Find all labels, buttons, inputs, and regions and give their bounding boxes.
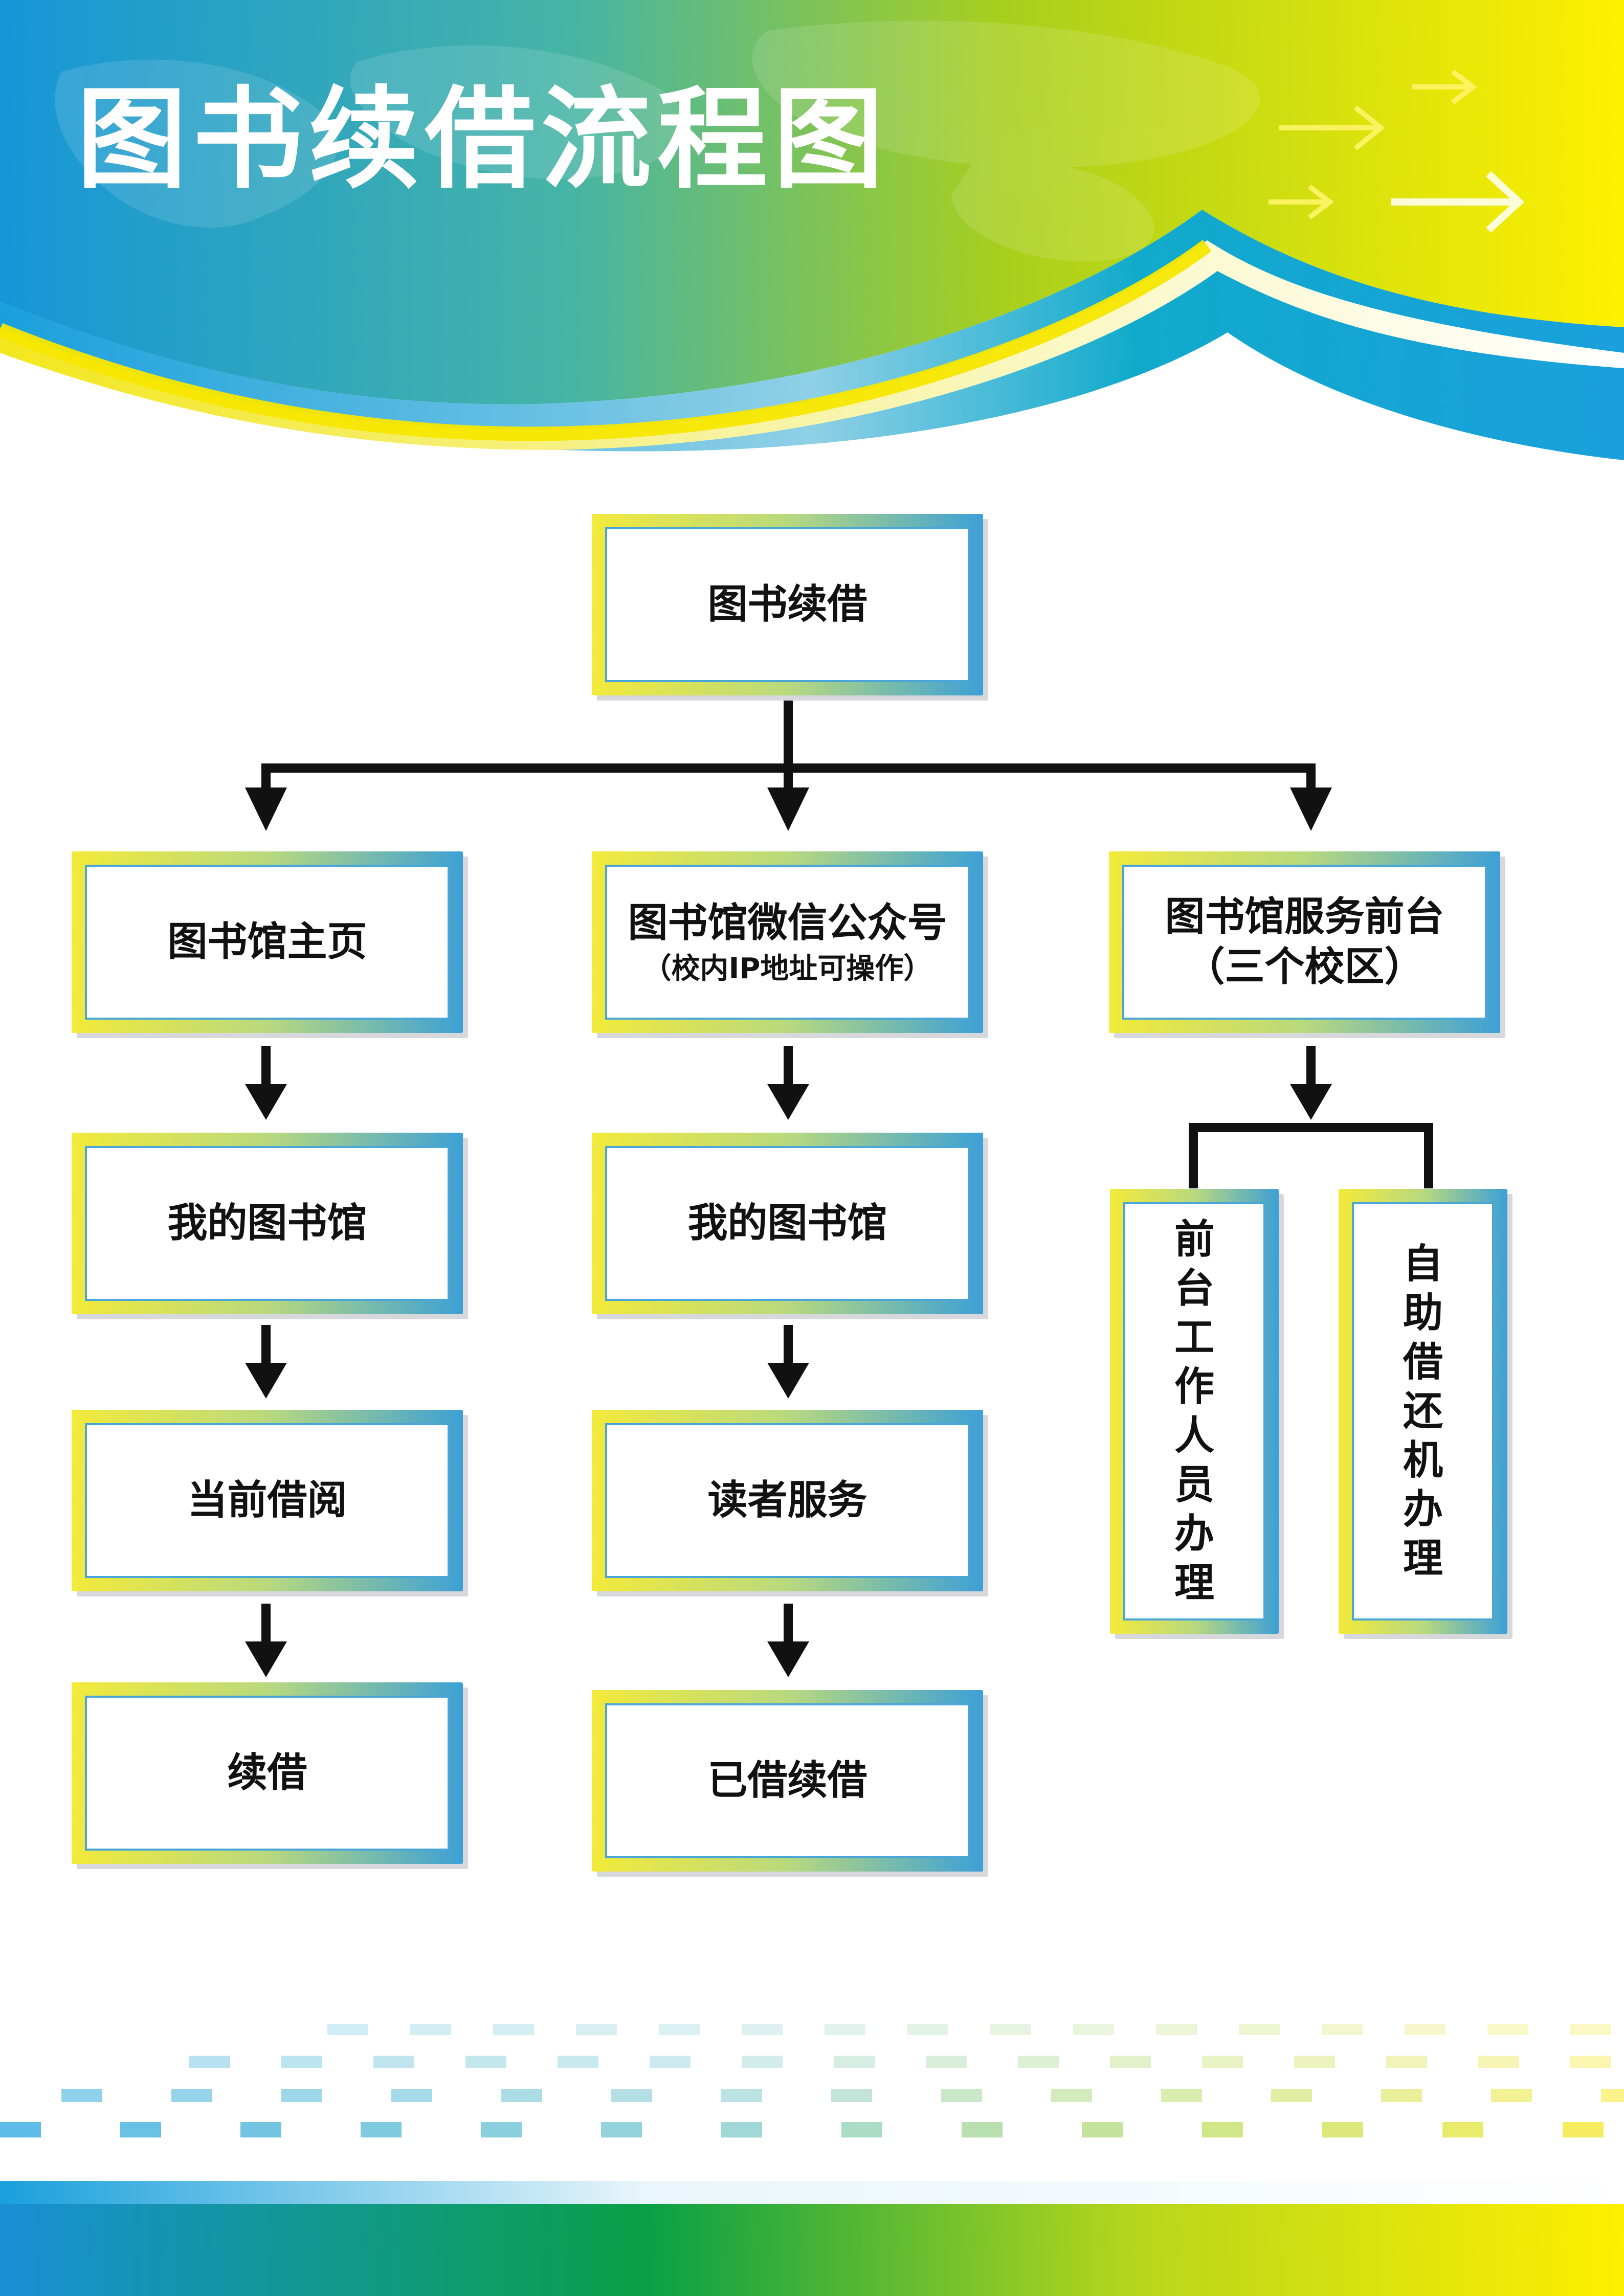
footer-square — [1082, 2122, 1123, 2137]
col3-head: 图书馆服务前台 （三个校区） — [1109, 851, 1500, 1033]
footer-square — [0, 2122, 41, 2137]
col2-head: 图书馆微信公众号 （校内IP地址可操作） — [592, 851, 983, 1033]
col3-branch-left-label: 前台工作人员办理 — [1174, 1217, 1214, 1606]
footer-square — [1294, 2056, 1335, 2068]
footer-square — [1478, 2056, 1519, 2068]
footer-square — [1570, 2056, 1611, 2068]
col2-step-1: 我的图书馆 — [592, 1133, 983, 1314]
footer-square — [373, 2056, 414, 2068]
col1-step-2-label: 我的图书馆 — [167, 1200, 367, 1246]
footer-square — [1156, 2024, 1197, 2035]
root-node-label: 图书续借 — [707, 581, 867, 627]
col3-branch-left: 前台工作人员办理 — [1110, 1189, 1279, 1634]
footer-square — [1563, 2122, 1604, 2137]
footer-square — [1601, 2089, 1624, 2102]
col2-step-3-label: 已借续借 — [707, 1757, 867, 1804]
footer-square — [1487, 2024, 1528, 2035]
footer-square — [281, 2089, 322, 2102]
col2-head-note: （校内IP地址可操作） — [642, 952, 932, 985]
footer-square — [61, 2089, 102, 2102]
footer-square — [171, 2089, 212, 2102]
footer-square — [601, 2122, 642, 2137]
footer-square — [1110, 2056, 1151, 2068]
footer-square — [742, 2024, 783, 2035]
col1-step-4: 续借 — [72, 1682, 463, 1864]
footer-square — [1570, 2024, 1611, 2035]
footer-square — [742, 2056, 783, 2068]
footer-square — [1051, 2089, 1092, 2102]
footer-square — [1381, 2089, 1422, 2102]
col2-step-1-label: 我的图书馆 — [687, 1200, 887, 1246]
footer-square — [650, 2056, 691, 2068]
footer-square — [1073, 2024, 1114, 2035]
footer-square — [1386, 2056, 1427, 2068]
root-node: 图书续借 — [592, 514, 983, 695]
footer-square — [721, 2122, 762, 2137]
footer-square — [240, 2122, 281, 2137]
footer-square — [941, 2089, 982, 2102]
footer-square — [410, 2024, 451, 2035]
footer-square — [1322, 2122, 1363, 2137]
footer-square — [493, 2024, 534, 2035]
footer-square — [962, 2122, 1003, 2137]
footer-square — [1322, 2024, 1363, 2035]
footer-square — [189, 2056, 230, 2068]
footer-square — [481, 2122, 522, 2137]
footer-square — [831, 2089, 872, 2102]
footer-square — [659, 2024, 700, 2035]
footer-square — [841, 2122, 882, 2137]
col3-head-note: （三个校区） — [1185, 943, 1425, 990]
footer-square — [825, 2024, 865, 2035]
footer-square — [990, 2024, 1031, 2035]
footer-square — [1491, 2089, 1532, 2102]
col3-branch-right-label: 自助借还机办理 — [1403, 1241, 1443, 1582]
footer-square — [907, 2024, 948, 2035]
col1-step-3: 当前借阅 — [72, 1410, 463, 1591]
footer-square — [1239, 2024, 1280, 2035]
footer-square — [1018, 2056, 1059, 2068]
col1-step-4-label: 续借 — [227, 1749, 307, 1796]
footer-square — [465, 2056, 506, 2068]
col1-step-1-label: 图书馆主页 — [167, 918, 367, 965]
footer-square — [611, 2089, 652, 2102]
footer-square — [327, 2024, 368, 2035]
page-title: 图书续借流程图 — [77, 75, 889, 204]
footer-square — [501, 2089, 542, 2102]
footer-square — [1202, 2122, 1243, 2137]
col2-step-3: 已借续借 — [592, 1690, 983, 1872]
col1-step-1: 图书馆主页 — [72, 851, 463, 1033]
footer-square — [120, 2122, 161, 2137]
footer-square — [1442, 2122, 1483, 2137]
footer-square — [558, 2056, 598, 2068]
col1-step-2: 我的图书馆 — [72, 1133, 463, 1314]
col1-step-3-label: 当前借阅 — [187, 1477, 347, 1523]
footer-square — [281, 2056, 322, 2068]
footer-square — [576, 2024, 617, 2035]
col3-head-title: 图书馆服务前台 — [1165, 894, 1444, 940]
footer-square — [1405, 2024, 1445, 2035]
col2-head-title: 图书馆微信公众号 — [628, 900, 947, 947]
footer-square — [926, 2056, 967, 2068]
footer-square — [1271, 2089, 1312, 2102]
col2-step-2-label: 读者服务 — [707, 1477, 867, 1523]
col2-step-2: 读者服务 — [592, 1410, 983, 1591]
footer-square — [721, 2089, 762, 2102]
footer-square — [361, 2122, 402, 2137]
footer-square — [1202, 2056, 1243, 2068]
col3-branch-right: 自助借还机办理 — [1339, 1189, 1507, 1634]
footer-square — [391, 2089, 432, 2102]
footer-square — [834, 2056, 875, 2068]
footer-square — [1161, 2089, 1202, 2102]
